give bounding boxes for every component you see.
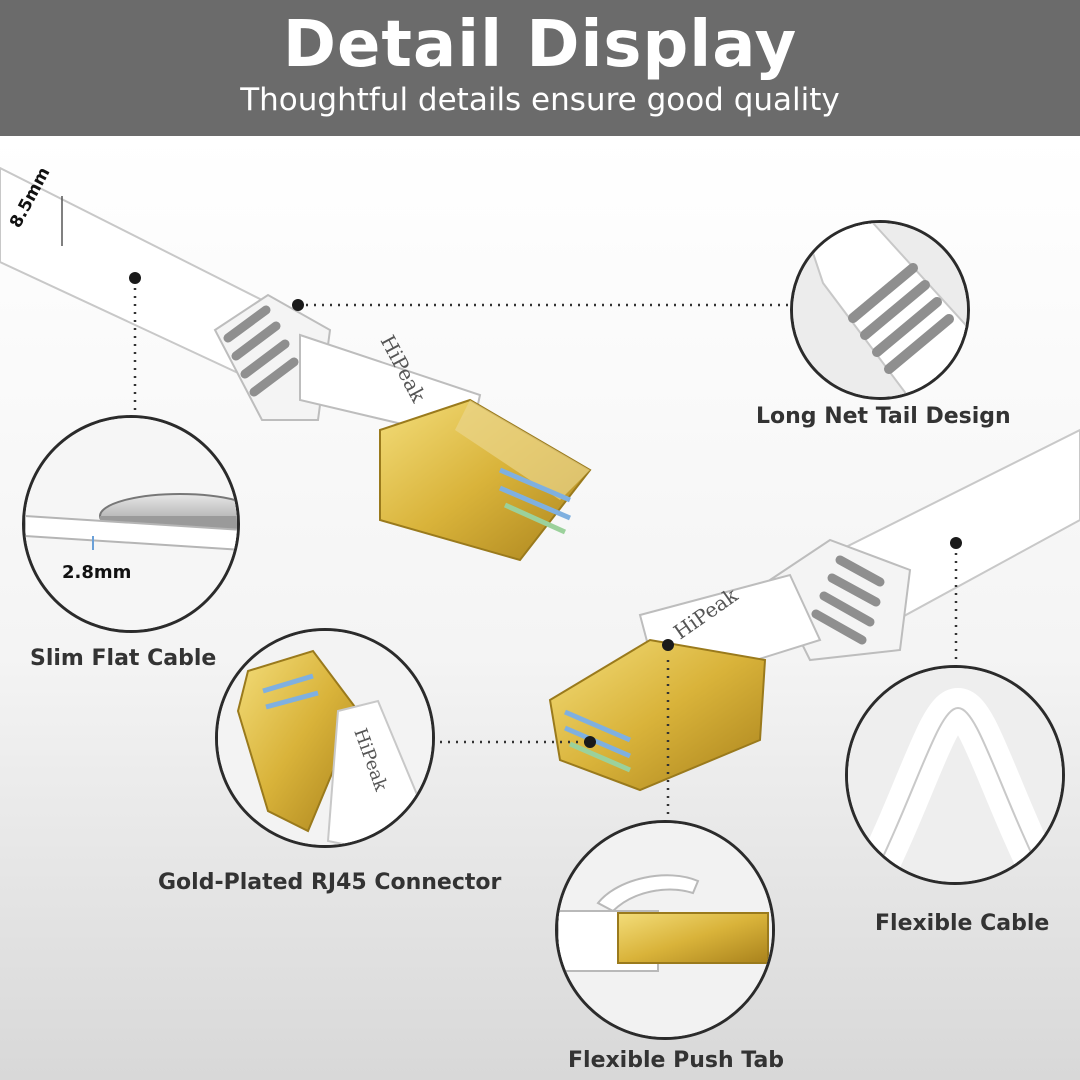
label-gold-plated: Gold-Plated RJ45 Connector xyxy=(158,870,502,895)
page-title: Detail Display xyxy=(282,8,798,82)
label-slim-flat: Slim Flat Cable xyxy=(30,646,217,671)
top-cable: HiPeak xyxy=(0,166,592,562)
inset-long-net-tail xyxy=(790,220,970,400)
inset-gold-plated: HiPeak xyxy=(215,628,435,848)
push-tab-image xyxy=(558,823,772,1037)
bottom-cable: HiPeak xyxy=(548,428,1080,792)
label-long-net-tail: Long Net Tail Design xyxy=(756,404,1011,429)
leader-lines xyxy=(133,280,958,820)
label-push-tab: Flexible Push Tab xyxy=(568,1048,785,1073)
page-subtitle: Thoughtful details ensure good quality xyxy=(240,82,840,118)
thickness-label: 2.8mm xyxy=(62,562,132,583)
label-flexible-cable: Flexible Cable xyxy=(875,911,1050,936)
inset-slim-flat xyxy=(22,415,240,633)
inset-push-tab xyxy=(555,820,775,1040)
slim-flat-image xyxy=(25,418,237,630)
inset-flexible-cable xyxy=(845,665,1065,885)
gold-plated-image: HiPeak xyxy=(218,631,432,845)
header-banner: Detail Display Thoughtful details ensure… xyxy=(0,0,1080,136)
flexible-cable-image xyxy=(848,668,1062,882)
net-tail-image xyxy=(793,223,967,397)
leader-dots xyxy=(129,272,962,748)
